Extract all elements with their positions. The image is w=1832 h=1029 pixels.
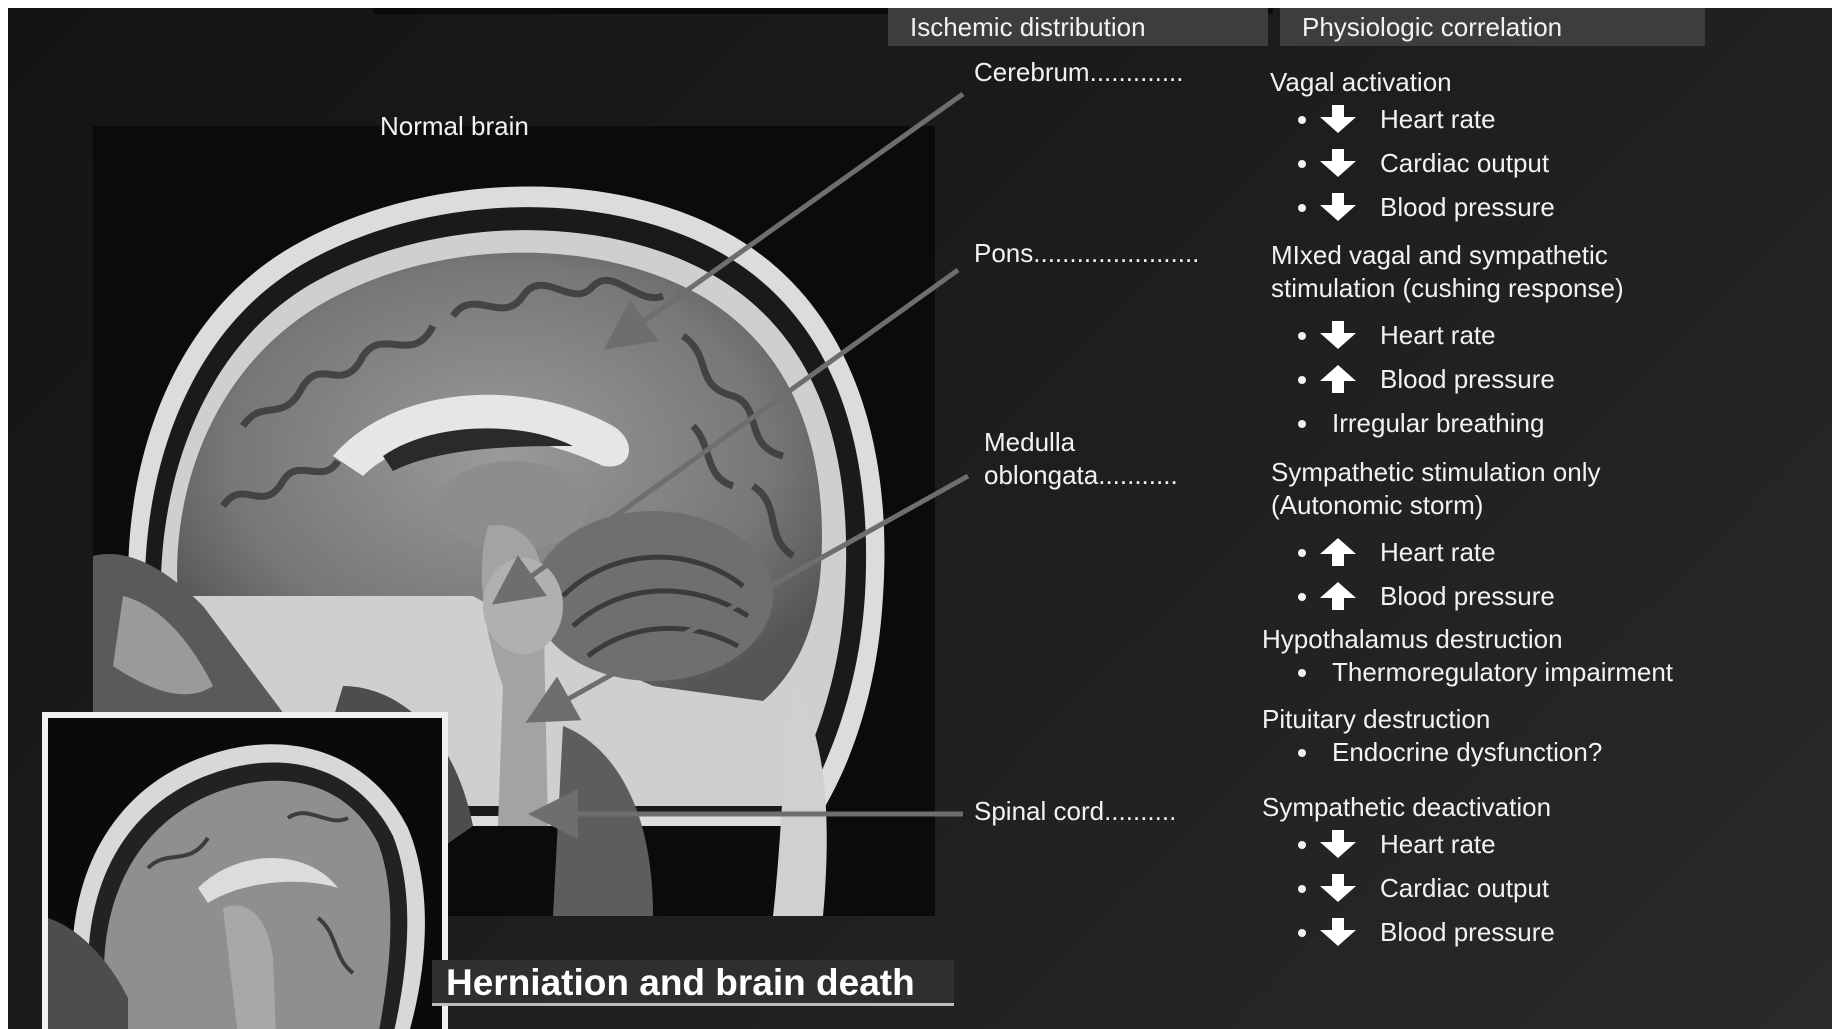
correlation-item-text: Blood pressure xyxy=(1380,580,1555,612)
arrow-down-icon xyxy=(1316,320,1360,350)
bullet-dot xyxy=(1298,420,1306,428)
arrow-up-icon xyxy=(1316,537,1360,567)
normal-brain-label: Normal brain xyxy=(380,111,529,142)
correlation-item-text: Cardiac output xyxy=(1380,147,1549,179)
correlation-heading-line: Vagal activation xyxy=(1270,66,1452,99)
inset-drawing xyxy=(48,718,442,1029)
region-pons: Pons....................... xyxy=(974,237,1199,270)
correlation-heading-line: Hypothalamus destruction xyxy=(1262,623,1563,656)
bullet-dot xyxy=(1298,376,1306,384)
bullet-dot xyxy=(1298,885,1306,893)
correlation-item-text: Heart rate xyxy=(1380,828,1496,860)
correlation-item-text: Heart rate xyxy=(1380,103,1496,135)
bullet-dot xyxy=(1298,549,1306,557)
correlation-heading-line: Sympathetic stimulation only xyxy=(1271,456,1600,489)
arrow-down-icon xyxy=(1316,873,1360,903)
correlation-heading-line: MIxed vagal and sympathetic xyxy=(1271,239,1624,272)
arrow-up-icon xyxy=(1316,581,1360,611)
bullet-dot xyxy=(1298,669,1306,677)
header-ischemic-distribution: Ischemic distribution xyxy=(888,8,1268,46)
correlation-heading: MIxed vagal and sympatheticstimulation (… xyxy=(1271,239,1624,305)
bullet-dot xyxy=(1298,593,1306,601)
bullet-dot xyxy=(1298,204,1306,212)
correlation-item-text: Cardiac output xyxy=(1380,872,1549,904)
arrow-up-icon xyxy=(1316,364,1360,394)
bullet-dot xyxy=(1298,841,1306,849)
correlation-heading: Sympathetic stimulation only(Autonomic s… xyxy=(1271,456,1600,522)
region-cerebrum: Cerebrum............. xyxy=(974,56,1184,89)
correlation-heading-line: Pituitary destruction xyxy=(1262,703,1490,736)
arrow-down-icon xyxy=(1316,829,1360,859)
correlation-item-text: Heart rate xyxy=(1380,319,1496,351)
correlation-item-text: Irregular breathing xyxy=(1332,407,1544,439)
correlation-item-text: Heart rate xyxy=(1380,536,1496,568)
correlation-heading: Pituitary destruction xyxy=(1262,703,1490,736)
correlation-item-text: Blood pressure xyxy=(1380,916,1555,948)
correlation-item-text: Blood pressure xyxy=(1380,191,1555,223)
header-physiologic-correlation: Physiologic correlation xyxy=(1280,8,1705,46)
correlation-item-text: Blood pressure xyxy=(1380,363,1555,395)
correlation-item-text: Endocrine dysfunction? xyxy=(1332,736,1602,768)
correlation-heading: Hypothalamus destruction xyxy=(1262,623,1563,656)
bullet-dot xyxy=(1298,116,1306,124)
region-medulla-oblongata: Medulla oblongata........... xyxy=(984,426,1178,492)
bullet-dot xyxy=(1298,160,1306,168)
correlation-heading-line: (Autonomic storm) xyxy=(1271,489,1600,522)
mri-inset-brain-death xyxy=(42,712,448,1029)
region-spinal-cord: Spinal cord.......... xyxy=(974,795,1176,828)
arrow-down-icon xyxy=(1316,192,1360,222)
bullet-dot xyxy=(1298,749,1306,757)
bullet-dot xyxy=(1298,929,1306,937)
arrow-down-icon xyxy=(1316,917,1360,947)
bullet-dot xyxy=(1298,332,1306,340)
correlation-heading: Sympathetic deactivation xyxy=(1262,791,1551,824)
correlation-heading: Vagal activation xyxy=(1270,66,1452,99)
slide-caption: Herniation and brain death xyxy=(446,962,915,1004)
correlation-item-text: Thermoregulatory impairment xyxy=(1332,656,1673,688)
correlation-heading-line: Sympathetic deactivation xyxy=(1262,791,1551,824)
slide: Ischemic distribution Physiologic correl… xyxy=(8,8,1832,1029)
arrow-down-icon xyxy=(1316,104,1360,134)
arrow-down-icon xyxy=(1316,148,1360,178)
correlation-heading-line: stimulation (cushing response) xyxy=(1271,272,1624,305)
